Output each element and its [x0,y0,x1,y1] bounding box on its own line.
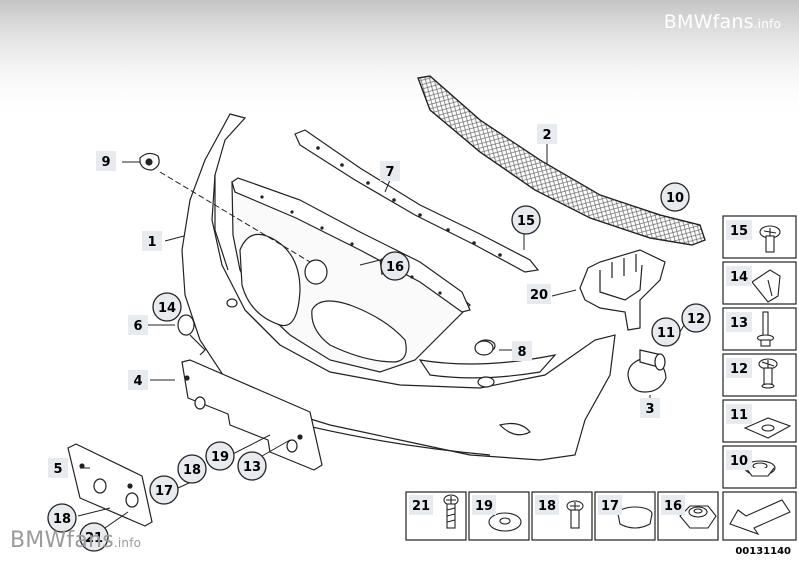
watermark-top-suffix: .info [753,17,781,31]
license-plate-holder [67,443,153,527]
watermark-bottom-suffix: .info [113,536,142,550]
callout-3: 3 [645,402,654,417]
plug-icon [617,506,653,529]
panel-label-13: 13 [730,316,748,331]
bumper-bracket [579,249,666,331]
mesh-grille [417,75,706,246]
panel-label-14: 14 [730,270,748,285]
panel-label-12: 12 [730,362,748,377]
leader-dashed [159,171,311,263]
callout-5: 5 [53,462,62,477]
washer-icon [488,512,522,532]
panel-label-10: 10 [730,454,748,469]
callout-16: 16 [386,260,404,275]
panel-label-16: 16 [664,499,682,514]
watermark-top-brand: BMWfans [663,11,754,33]
bottom-parts-panel: 21 19 18 17 16 [405,491,797,541]
callout-15: 15 [517,214,535,229]
header-gradient [0,0,799,120]
callout-6: 6 [133,319,142,334]
panel-label-19: 19 [475,499,493,514]
watermark-bottom-brand: BMWfans [10,528,114,553]
callout-21: 21 [85,531,103,546]
callout-11: 11 [657,326,675,341]
box-callouts: 9 1 2 7 20 8 3 4 6 5 [48,124,660,478]
callout-4: 4 [133,374,142,389]
grommet-icon [744,460,776,477]
callout-14: 14 [158,301,176,316]
diagram-code: 00131140 [735,546,791,557]
nut-clip-icon [743,417,792,439]
callout-18b: 18 [53,512,71,527]
callout-13: 13 [243,460,261,475]
panel-label-17: 17 [601,499,619,514]
panel-label-21: 21 [412,499,430,514]
circle-callouts [47,182,711,552]
mount-cone [627,349,667,393]
right-parts-panel: 15 14 13 12 11 10 [722,215,797,489]
callout-9: 9 [101,155,110,170]
watermark-bottom: BMWfans.info [10,528,141,553]
panel-label-18: 18 [538,499,556,514]
callout-2: 2 [542,128,551,143]
watermark-top: BMWfans.info [664,11,781,33]
callout-20: 20 [530,288,548,303]
callout-17: 17 [155,484,173,499]
screw-washer-icon [758,358,778,389]
arrow-icon [729,499,791,536]
callout-18a: 18 [183,463,201,478]
callout-12: 12 [687,312,705,327]
nut-icon [679,505,717,529]
callout-8: 8 [517,345,526,360]
circle-callout-labels: 10 11 12 13 14 15 16 17 18 18 19 21 [53,191,705,546]
rivet-icon [756,311,775,347]
clip-icon [751,269,781,303]
panel-label-11: 11 [730,408,748,423]
callout-7: 7 [385,165,394,180]
screw-icon [443,494,459,529]
panel-label-15: 15 [730,224,748,239]
callout-1: 1 [147,235,156,250]
screw-icon [566,500,584,529]
screw-icon [759,225,781,253]
mounting-strip [294,129,540,273]
callout-19: 19 [211,450,229,465]
small-parts [139,152,494,356]
callout-10: 10 [666,191,684,206]
